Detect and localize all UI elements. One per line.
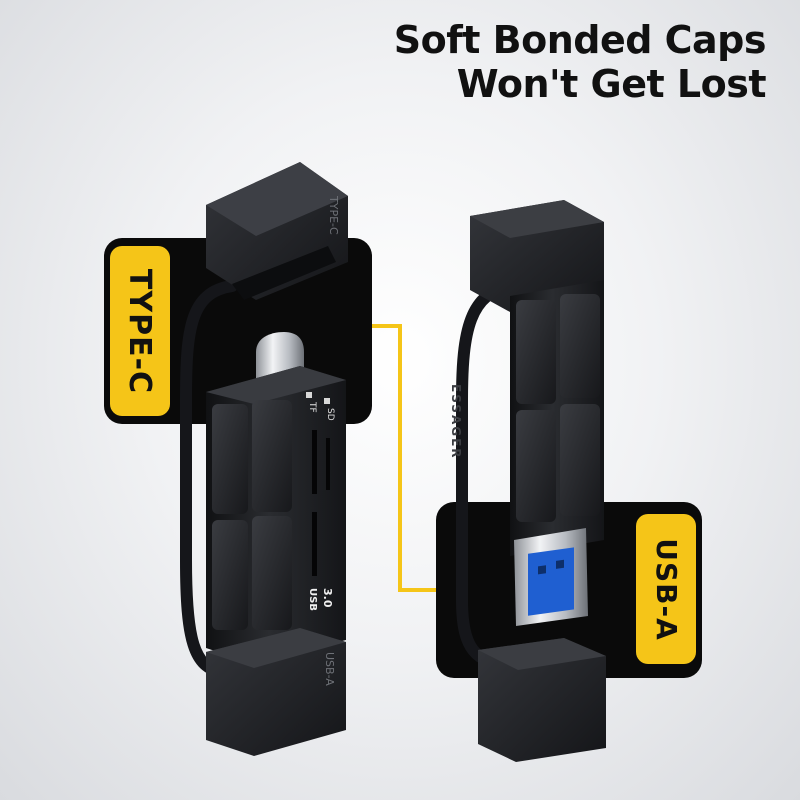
usb-label-line-2: 3.0 — [321, 588, 334, 608]
typec-cap-text: TYPE-C — [327, 195, 340, 235]
callout-label-usba: USB-A — [636, 514, 696, 664]
tether-left — [180, 280, 238, 678]
callout-badge-left — [110, 246, 170, 416]
device-right: ESSAGER — [449, 200, 606, 762]
headline: Soft Bonded Caps Won't Get Lost — [206, 18, 767, 106]
slot-tf-label: TF — [307, 401, 317, 413]
slot-sd-label: SD — [325, 408, 335, 421]
usb-label-line-1: USB — [307, 588, 318, 611]
usba-cap-text: USB-A — [323, 652, 336, 686]
callout-label-typec: TYPE-C — [110, 246, 170, 416]
callout-label-typec-text: TYPE-C — [122, 268, 158, 394]
callout-badge-right — [636, 514, 696, 664]
brand-text: ESSAGER — [449, 384, 463, 460]
headline-line-2: Won't Get Lost — [456, 62, 767, 106]
headline-line-1: Soft Bonded Caps — [393, 18, 767, 62]
callout-label-usba-text: USB-A — [649, 537, 683, 641]
usba-cap-right — [478, 638, 606, 762]
usba-plug-insert — [528, 547, 574, 616]
device-left: TYPE-C TF SD USB 3.0 USB-A — [180, 162, 348, 756]
connector-line — [372, 324, 436, 592]
